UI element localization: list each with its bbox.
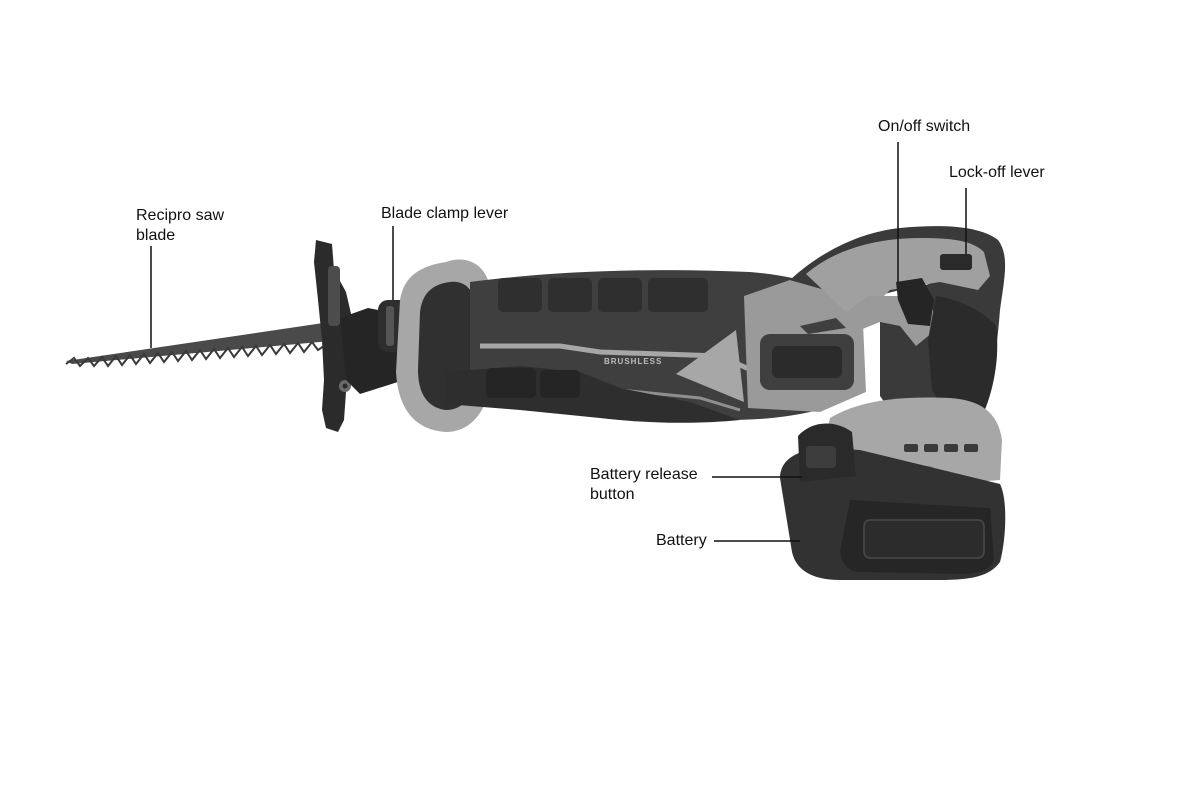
label-lock-off-lever: Lock-off lever bbox=[949, 164, 1045, 181]
lock-off-lever-part bbox=[940, 254, 972, 270]
trigger-switch bbox=[896, 278, 934, 326]
label-battery: Battery bbox=[656, 532, 707, 549]
label-battery-release-button-line2: button bbox=[590, 486, 635, 503]
saw-blade bbox=[65, 322, 342, 368]
brushless-marking: BRUSHLESS bbox=[604, 357, 662, 366]
label-battery-release-button-line1: Battery release bbox=[590, 466, 698, 483]
battery-pack bbox=[780, 423, 1006, 580]
saw-blade-teeth bbox=[65, 340, 331, 368]
label-recipro-saw-blade-line1: Recipro saw bbox=[136, 207, 225, 224]
label-recipro-saw-blade-line2: blade bbox=[136, 227, 176, 244]
label-battery-release-button: Battery release button bbox=[590, 465, 698, 505]
label-on-off-switch: On/off switch bbox=[878, 118, 971, 135]
motor-housing bbox=[446, 270, 866, 423]
battery-release-button-part bbox=[806, 446, 836, 468]
label-recipro-saw-blade: Recipro saw blade bbox=[136, 206, 224, 246]
shoe bbox=[314, 240, 352, 432]
label-blade-clamp-lever: Blade clamp lever bbox=[381, 205, 509, 222]
